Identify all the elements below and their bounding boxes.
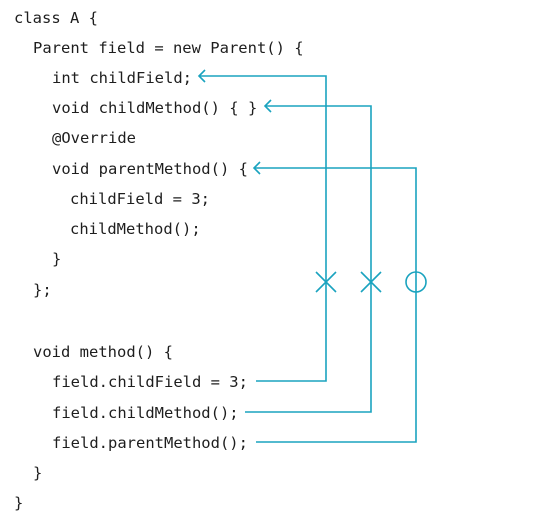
code-line-parent-method: void parentMethod() { (52, 160, 248, 178)
code-line-anonymous-field: Parent field = new Parent() { (33, 39, 304, 57)
code-line-class-declaration: class A { (14, 9, 98, 27)
code-line-close-method: } (33, 464, 42, 482)
cross-mark-icon (315, 271, 337, 293)
connector-parent-method (252, 161, 417, 443)
cross-mark-icon (360, 271, 382, 293)
connector-child-field (197, 69, 327, 382)
arrow-head-icon (252, 161, 261, 175)
connector-line (199, 75, 327, 382)
code-line-field-parent-method: field.parentMethod(); (52, 434, 248, 452)
code-line-method-declaration: void method() { (33, 343, 173, 361)
connector-line (254, 167, 417, 443)
code-line-override-annotation: @Override (52, 129, 136, 147)
arrow-head-icon (197, 69, 206, 83)
code-line-close-parent-method: } (52, 250, 61, 268)
connector-line (245, 105, 372, 413)
code-line-close-class: } (14, 494, 23, 512)
code-line-child-method: void childMethod() { } (52, 99, 257, 117)
code-line-assign-child-field: childField = 3; (70, 190, 210, 208)
code-line-child-field: int childField; (52, 69, 192, 87)
circle-mark-icon (405, 271, 427, 293)
connector-child-method (245, 99, 372, 413)
arrow-head-icon (263, 99, 272, 113)
code-line-field-child-method: field.childMethod(); (52, 404, 239, 422)
code-block: class A { Parent field = new Parent() { … (14, 9, 304, 512)
code-line-field-child-field: field.childField = 3; (52, 373, 248, 391)
code-line-close-anonymous-class: }; (33, 281, 52, 299)
code-line-call-child-method: childMethod(); (70, 220, 201, 238)
